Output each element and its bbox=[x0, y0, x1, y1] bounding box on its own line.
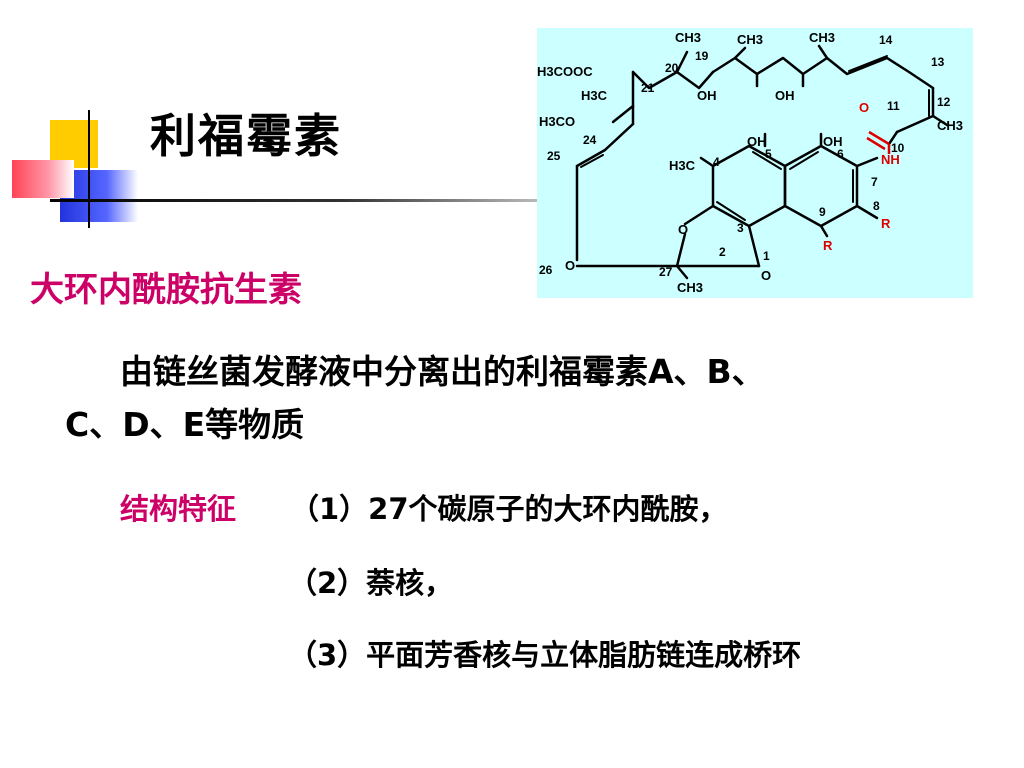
atom-number: 14 bbox=[879, 33, 893, 47]
hydroxyl-label: OH bbox=[747, 134, 767, 149]
amide-nh-label: NH bbox=[881, 152, 900, 167]
atom-number: 26 bbox=[539, 263, 553, 277]
acetoxy-label: H3COOC bbox=[537, 64, 593, 79]
rifamycin-structure-diagram: CH3 CH3 CH3 H3COOC H3C H3CO OH OH OH OH … bbox=[537, 28, 973, 298]
methoxy-label: H3CO bbox=[539, 114, 575, 129]
methyl-label: H3C bbox=[669, 158, 696, 173]
description-line-2: C、D、E等物质 bbox=[65, 405, 305, 444]
oxygen-label: O bbox=[565, 258, 575, 273]
subtitle: 大环内酰胺抗生素 bbox=[30, 270, 302, 310]
atom-number: 12 bbox=[937, 95, 951, 109]
features-label: 结构特征 bbox=[120, 492, 237, 526]
atom-number: 24 bbox=[583, 133, 597, 147]
atom-number: 21 bbox=[641, 81, 655, 95]
atom-number: 4 bbox=[713, 155, 720, 169]
atom-number: 13 bbox=[931, 55, 945, 69]
hydroxyl-label: OH bbox=[697, 88, 717, 103]
feature-item-2: （2）萘核， bbox=[288, 566, 454, 600]
atom-number: 1 bbox=[763, 249, 770, 263]
r-group-label: R bbox=[823, 238, 833, 253]
methyl-label: CH3 bbox=[809, 30, 835, 45]
methyl-label: CH3 bbox=[737, 32, 763, 47]
slide-title: 利福霉素 bbox=[150, 109, 342, 163]
methyl-label: CH3 bbox=[677, 280, 703, 295]
oxygen-label: O bbox=[678, 222, 688, 237]
atom-number: 9 bbox=[819, 205, 826, 219]
atom-number: 2 bbox=[719, 245, 726, 259]
methyl-label: H3C bbox=[581, 88, 608, 103]
atom-number: 5 bbox=[765, 147, 772, 161]
atom-number: 3 bbox=[737, 221, 744, 235]
carbonyl-oxygen-label: O bbox=[859, 100, 869, 115]
feature-item-1: （1）27个碳原子的大环内酰胺， bbox=[290, 492, 728, 526]
atom-number: 10 bbox=[891, 141, 905, 155]
atom-number: 19 bbox=[695, 49, 709, 63]
oxygen-label: O bbox=[761, 268, 771, 283]
atom-number: 8 bbox=[873, 199, 880, 213]
description-line-1: 由链丝菌发酵液中分离出的利福霉素A、B、 bbox=[120, 352, 765, 391]
atom-number: 11 bbox=[887, 99, 900, 113]
vertical-rule bbox=[88, 110, 90, 228]
atom-number: 7 bbox=[871, 175, 878, 189]
feature-item-3: （3）平面芳香核与立体脂肪链连成桥环 bbox=[288, 638, 802, 672]
atom-number: 6 bbox=[837, 147, 844, 161]
r-group-label: R bbox=[881, 216, 891, 231]
atom-number: 25 bbox=[547, 149, 561, 163]
atom-number: 27 bbox=[659, 265, 673, 279]
red-square bbox=[12, 160, 74, 198]
methyl-label: CH3 bbox=[937, 118, 963, 133]
hydroxyl-label: OH bbox=[823, 134, 843, 149]
hydroxyl-label: OH bbox=[775, 88, 795, 103]
methyl-label: CH3 bbox=[675, 30, 701, 45]
horizontal-rule bbox=[50, 199, 540, 202]
atom-number: 20 bbox=[665, 61, 679, 75]
